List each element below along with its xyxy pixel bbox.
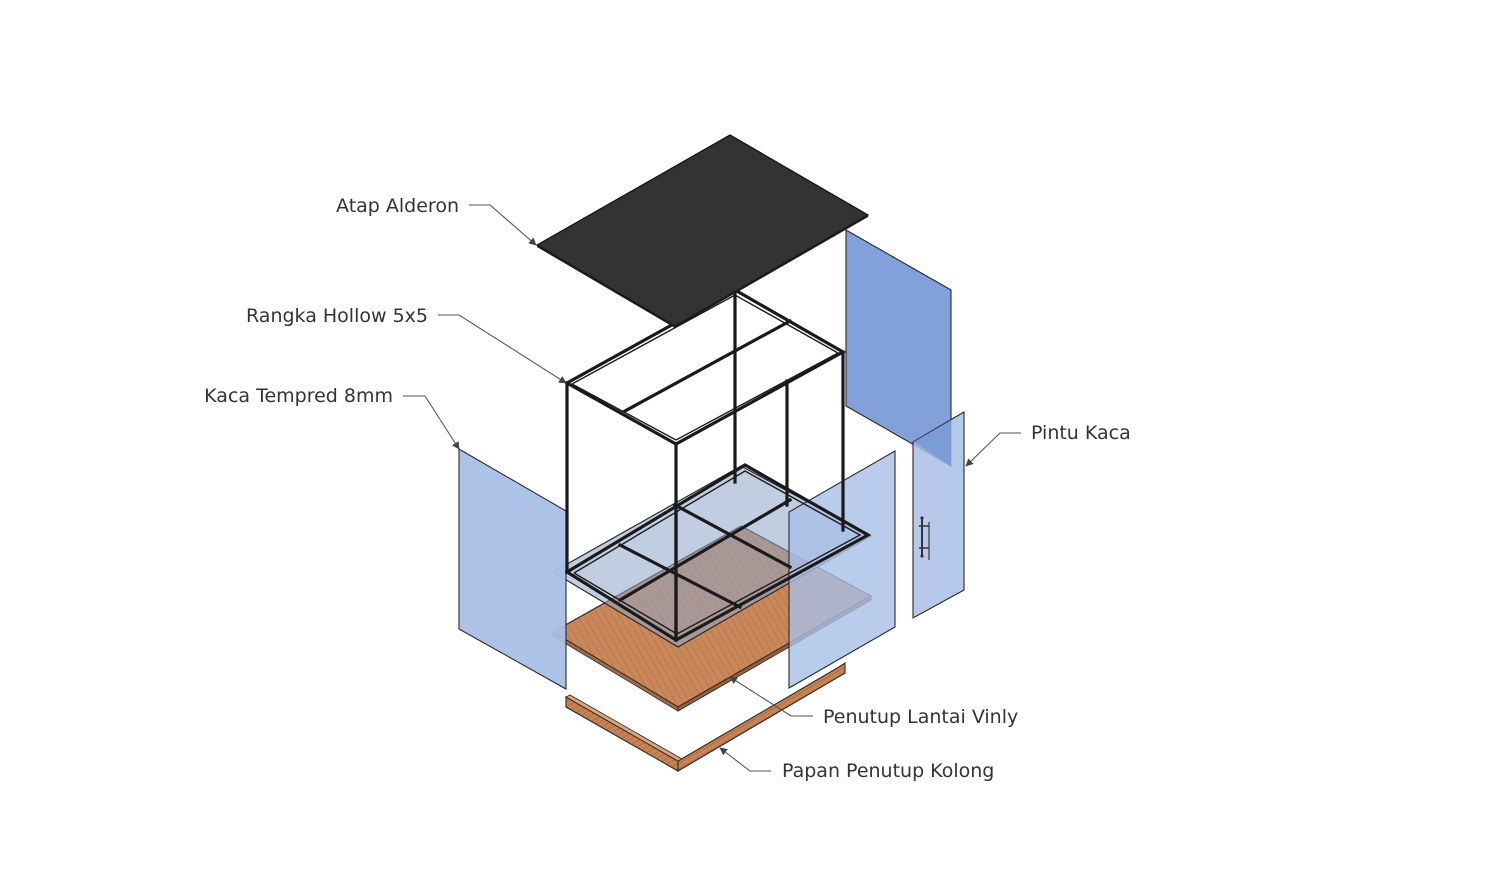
- label-roof: Atap Alderon: [336, 195, 459, 217]
- glass-panel-left: [458, 448, 567, 690]
- leader-lines: [403, 204, 1021, 772]
- label-door: Pintu Kaca: [1031, 422, 1131, 444]
- leader-frame: [438, 314, 567, 384]
- label-frame: Rangka Hollow 5x5: [246, 305, 428, 327]
- label-skirt: Papan Penutup Kolong: [782, 760, 994, 782]
- roof-panel: [535, 134, 870, 328]
- leader-door: [965, 432, 1021, 467]
- leader-glass: [403, 395, 460, 450]
- leader-floor: [729, 676, 813, 717]
- skirt-board: [565, 661, 846, 772]
- leader-skirt: [719, 747, 771, 772]
- labels: Atap Alderon Rangka Hollow 5x5 Kaca Temp…: [204, 195, 1131, 782]
- label-glass: Kaca Tempred 8mm: [204, 385, 393, 407]
- label-floor: Penutup Lantai Vinly: [823, 706, 1018, 728]
- leader-roof: [469, 204, 537, 246]
- glass-door: [912, 411, 965, 619]
- door-handle-icon: [919, 516, 930, 560]
